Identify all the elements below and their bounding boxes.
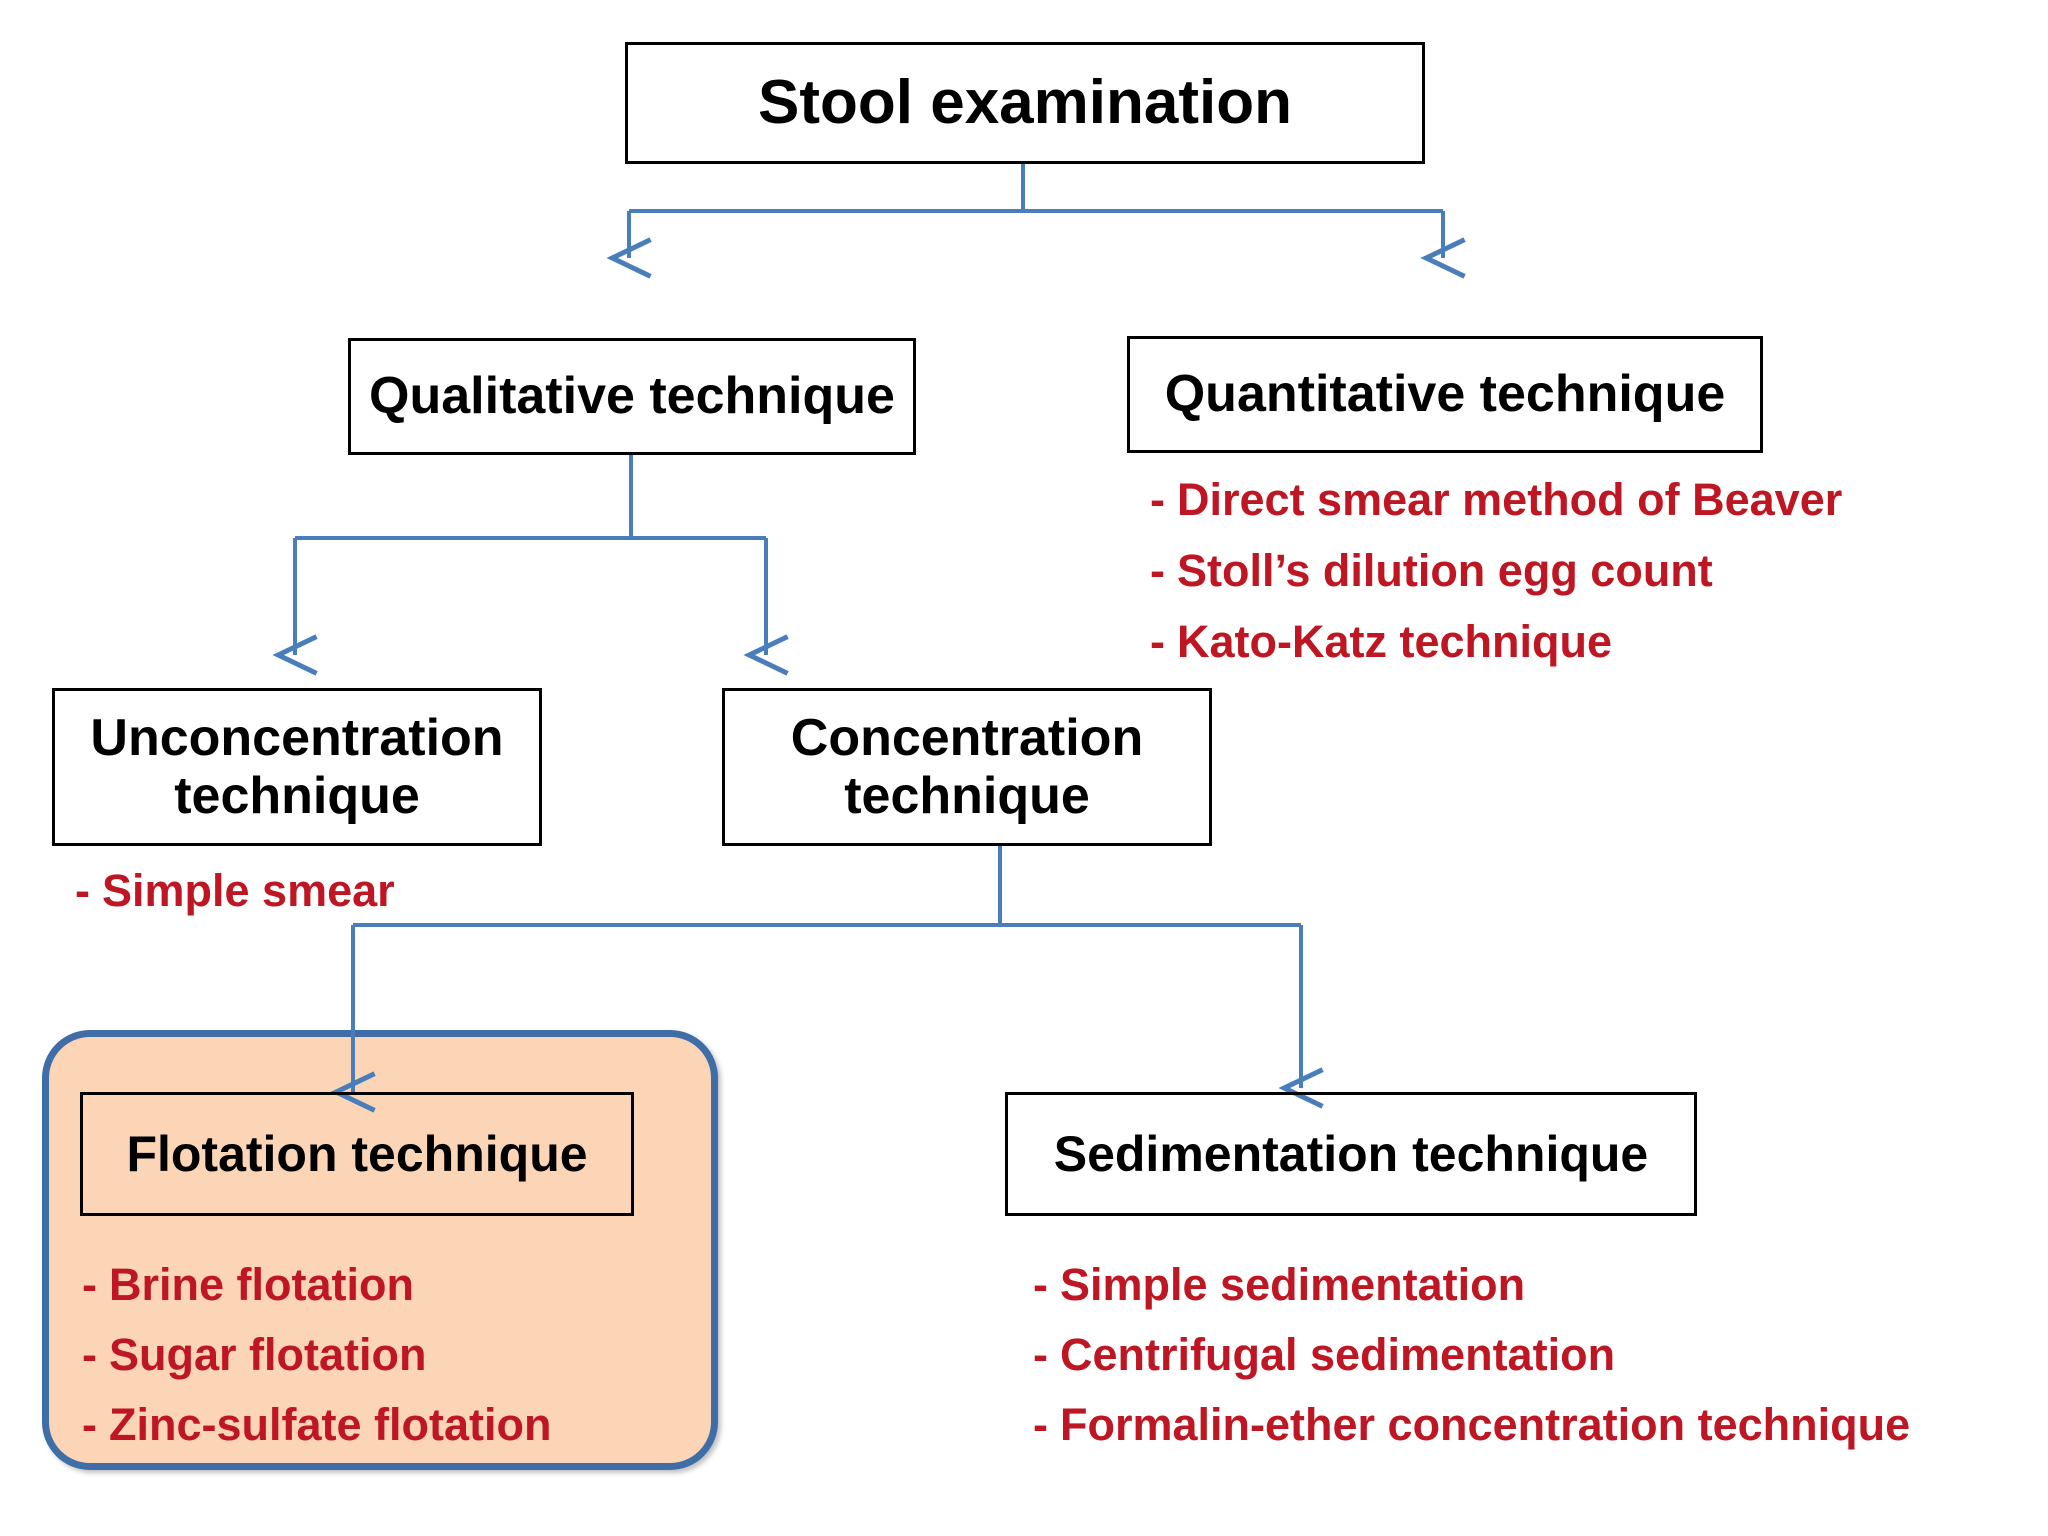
bullets-sedimentation: -Simple sedimentation -Centrifugal sedim… — [1033, 1262, 1910, 1472]
bullet-marker: - — [82, 1399, 97, 1450]
flotation-highlight-panel — [42, 1030, 718, 1470]
bullet-marker: - — [75, 865, 90, 916]
bullet-text: Sugar flotation — [109, 1329, 427, 1380]
bullet-text: Brine flotation — [109, 1259, 414, 1310]
node-sedimentation-technique[interactable]: Sedimentation technique — [1005, 1092, 1697, 1216]
node-concentration-technique[interactable]: Concentration technique — [722, 688, 1212, 846]
bullet-marker: - — [82, 1259, 97, 1310]
node-label: Concentration technique — [790, 708, 1144, 825]
bullet-text: Stoll’s dilution egg count — [1177, 545, 1713, 596]
bullet-text: Kato-Katz technique — [1177, 616, 1613, 667]
node-label: Qualitative technique — [369, 367, 895, 426]
bullet-text: Centrifugal sedimentation — [1060, 1329, 1616, 1380]
bullet-item: -Direct smear method of Beaver — [1150, 477, 1842, 522]
bullet-item: -Simple sedimentation — [1033, 1262, 1910, 1307]
node-label: Flotation technique — [126, 1126, 588, 1182]
bullet-text: Zinc-sulfate flotation — [109, 1399, 552, 1450]
bullet-item: -Zinc-sulfate flotation — [82, 1402, 552, 1447]
bullet-item: -Kato-Katz technique — [1150, 619, 1842, 664]
node-label: Stool examination — [758, 68, 1292, 138]
node-label: Quantitative technique — [1164, 365, 1726, 424]
bullet-text: Formalin-ether concentration technique — [1060, 1399, 1911, 1450]
bullet-text: Direct smear method of Beaver — [1177, 474, 1843, 525]
bullet-marker: - — [1033, 1399, 1048, 1450]
bullet-item: -Sugar flotation — [82, 1332, 552, 1377]
bullet-text: Simple smear — [102, 865, 395, 916]
bullet-item: -Stoll’s dilution egg count — [1150, 548, 1842, 593]
bullets-quantitative: -Direct smear method of Beaver -Stoll’s … — [1150, 477, 1842, 690]
node-quantitative-technique[interactable]: Quantitative technique — [1127, 336, 1763, 453]
bullet-item: -Centrifugal sedimentation — [1033, 1332, 1910, 1377]
bullet-item: -Simple smear — [75, 868, 395, 913]
connector-title-to-level2 — [606, 164, 1466, 279]
bullet-marker: - — [1150, 616, 1165, 667]
node-label: Sedimentation technique — [1053, 1126, 1649, 1182]
bullet-text: Simple sedimentation — [1060, 1259, 1526, 1310]
bullets-unconcentration: -Simple smear — [75, 868, 395, 913]
node-label: Unconcentration technique — [90, 708, 504, 825]
bullet-marker: - — [1033, 1329, 1048, 1380]
bullet-item: -Brine flotation — [82, 1262, 552, 1307]
bullets-flotation: -Brine flotation -Sugar flotation -Zinc-… — [82, 1262, 552, 1472]
bullet-marker: - — [1150, 545, 1165, 596]
connector-qualitative-to-level3 — [272, 455, 789, 676]
node-stool-examination[interactable]: Stool examination — [625, 42, 1425, 164]
bullet-item: -Formalin-ether concentration technique — [1033, 1402, 1910, 1447]
bullet-marker: - — [1033, 1259, 1048, 1310]
bullet-marker: - — [1150, 474, 1165, 525]
bullet-marker: - — [82, 1329, 97, 1380]
node-flotation-technique[interactable]: Flotation technique — [80, 1092, 634, 1216]
node-unconcentration-technique[interactable]: Unconcentration technique — [52, 688, 542, 846]
node-qualitative-technique[interactable]: Qualitative technique — [348, 338, 916, 455]
